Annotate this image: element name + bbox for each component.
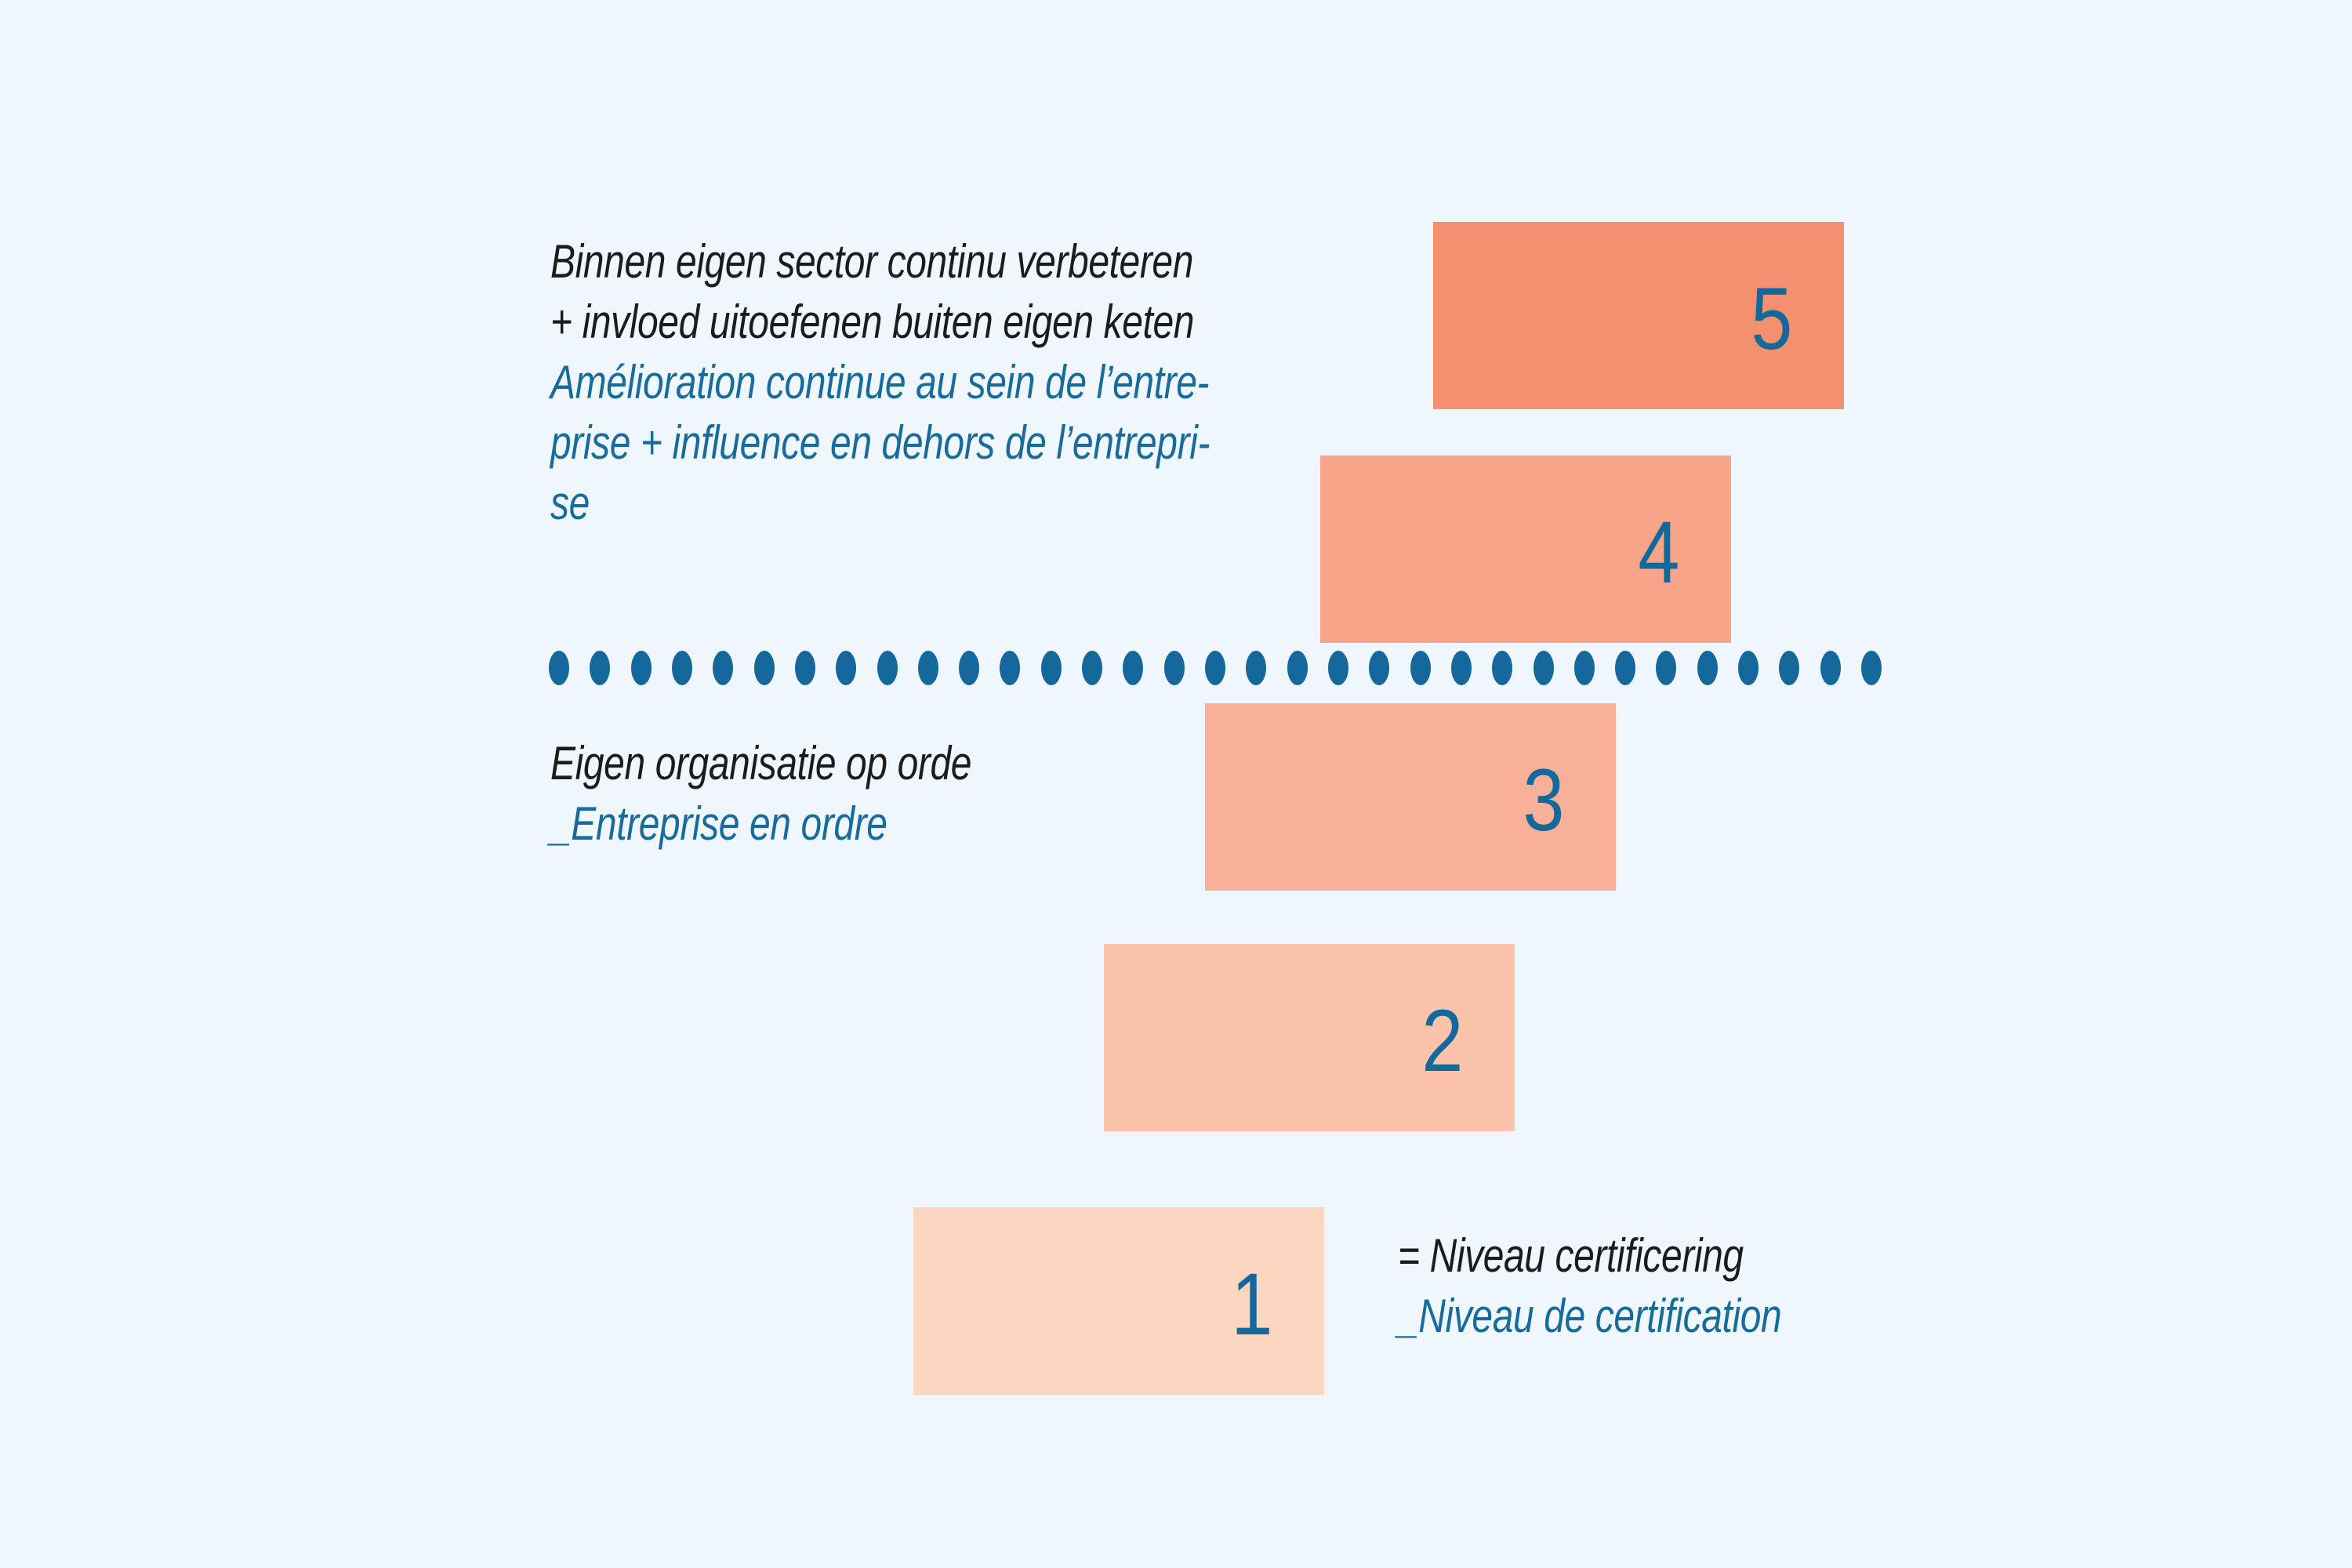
legend-annotation: = Niveau certificering _Niveau de certif…	[1398, 1225, 1782, 1346]
top-annotation-line-nl-1: Binnen eigen sector continu verbeteren	[550, 235, 1194, 288]
ladder-step-5: 5	[1433, 222, 1844, 409]
legend-line-fr: _Niveau de certification	[1398, 1290, 1782, 1342]
dot	[1040, 651, 1062, 685]
dot	[1738, 651, 1759, 685]
dot	[959, 651, 980, 685]
dot	[1000, 651, 1021, 685]
dot	[1246, 651, 1267, 685]
middle-annotation: Eigen organisatie op orde _Entreprise en…	[550, 733, 971, 854]
dot	[753, 651, 775, 685]
legend-line-nl: = Niveau certificering	[1398, 1229, 1744, 1282]
dot	[1861, 651, 1882, 685]
dot	[1369, 651, 1390, 685]
middle-annotation-line-fr: _Entreprise en ordre	[550, 797, 887, 850]
dot	[1779, 651, 1800, 685]
middle-annotation-line-nl: Eigen organisatie op orde	[550, 737, 972, 789]
dotted-divider	[549, 651, 1882, 685]
ladder-step-3: 3	[1205, 703, 1616, 891]
dot	[1163, 651, 1185, 685]
dot	[836, 651, 857, 685]
dot	[549, 651, 569, 685]
top-annotation-line-nl-2: + invloed uitoefenen buiten eigen keten	[550, 296, 1195, 348]
dot	[630, 651, 652, 685]
dot	[1450, 651, 1472, 685]
dot	[1123, 651, 1144, 685]
dot	[1410, 651, 1431, 685]
dot	[1082, 651, 1103, 685]
level-number-1: 1	[1231, 1254, 1272, 1353]
level-number-5: 5	[1751, 269, 1792, 368]
dot	[590, 651, 611, 685]
dot	[1287, 651, 1308, 685]
dot	[1820, 651, 1841, 685]
top-annotation-line-fr-3: se	[550, 477, 590, 529]
dot	[917, 651, 938, 685]
level-number-3: 3	[1523, 750, 1564, 849]
dot	[1205, 651, 1225, 685]
dot	[671, 651, 692, 685]
dot	[794, 651, 815, 685]
level-number-2: 2	[1421, 991, 1463, 1090]
dot	[1492, 651, 1513, 685]
top-annotation: Binnen eigen sector continu verbeteren +…	[550, 231, 1210, 533]
dot	[1656, 651, 1677, 685]
ladder-step-4: 4	[1320, 456, 1731, 643]
dot	[1615, 651, 1636, 685]
top-annotation-line-fr-1: Amélioration continue au sein de l’entre…	[550, 356, 1210, 408]
dot	[1533, 651, 1554, 685]
ladder-step-2: 2	[1104, 944, 1515, 1131]
dot	[1573, 651, 1595, 685]
level-number-4: 4	[1638, 503, 1679, 601]
dot	[1327, 651, 1348, 685]
dot	[877, 651, 898, 685]
dot	[1697, 651, 1718, 685]
top-annotation-line-fr-2: prise + influence en dehors de l’entrepr…	[550, 416, 1210, 469]
ladder-step-1: 1	[913, 1207, 1324, 1395]
dot	[713, 651, 734, 685]
